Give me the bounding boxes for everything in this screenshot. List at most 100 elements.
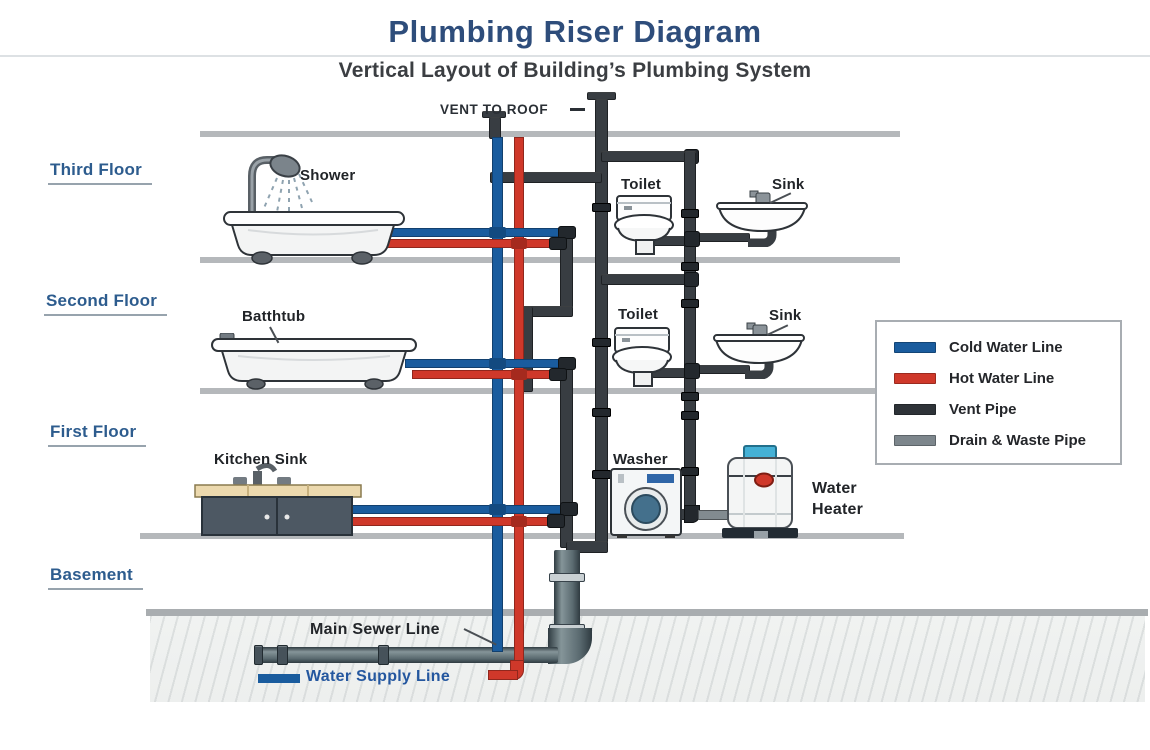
bathtub-second-floor [211, 333, 417, 390]
floor-label-first: First Floor [48, 422, 147, 447]
floor-label-second: Second Floor [44, 291, 168, 316]
branch-end-fitting [560, 502, 578, 516]
toilet-third-label: Toilet [621, 176, 662, 193]
legend-label: Cold Water Line [949, 339, 1063, 356]
floor-label-third: Third Floor [48, 160, 152, 185]
main-sewer-pipe [258, 647, 558, 663]
stack-coupling [592, 470, 611, 479]
vent-pipe-swatch [894, 404, 936, 415]
hot-tee [511, 516, 527, 527]
toilet-second-label: Toilet [618, 306, 659, 323]
toilet-third-floor [614, 195, 674, 255]
drain-waste-swatch [894, 435, 936, 446]
title-divider [0, 55, 1150, 57]
sink-second-floor [713, 322, 805, 379]
vent-coupling [681, 392, 699, 401]
stack-coupling [592, 203, 611, 212]
washer [610, 468, 682, 538]
vent-coupling [681, 262, 699, 271]
second-floor-hot-branch [412, 370, 551, 379]
water-supply-line-label: Water Supply Line [306, 668, 451, 685]
main-vent-stack-cap [587, 92, 616, 100]
cold-tee [489, 504, 506, 515]
legend-label: Drain & Waste Pipe [949, 432, 1086, 449]
shower-label: Shower [300, 167, 356, 184]
legend-label: Vent Pipe [949, 401, 1017, 418]
legend-item-cold-water: Cold Water Line [894, 337, 1120, 358]
branch-end-fitting [558, 226, 576, 239]
title-block: Plumbing Riser Diagram Vertical Layout o… [35, 14, 1115, 83]
sewer-coupling [277, 645, 288, 665]
sink-third-floor [716, 190, 808, 247]
third-floor-slab [200, 257, 900, 263]
roof-vent-cap [482, 111, 506, 118]
shower-head-icon [269, 154, 301, 178]
floor-label-basement: Basement [48, 565, 143, 590]
attic-vent-branch [490, 172, 602, 183]
ground-slab [146, 609, 1148, 616]
washer-drain-elbow [684, 505, 700, 523]
second-floor-sink-drain [694, 365, 750, 374]
third-floor-vent-branch [601, 151, 696, 162]
branch-end-fitting [549, 368, 567, 381]
water-heater [722, 445, 798, 538]
second-floor-toilet-drain [652, 368, 698, 378]
hot-tee [511, 238, 527, 249]
main-sewer-line-label: Main Sewer Line [310, 621, 440, 638]
page-title: Plumbing Riser Diagram [388, 14, 762, 49]
second-floor-slab [200, 388, 906, 394]
washer-label: Washer [613, 451, 668, 468]
bathtub-label: Batthtub [242, 308, 306, 325]
legend-item-drain-waste: Drain & Waste Pipe [894, 430, 1120, 451]
vent-coupling [681, 209, 699, 218]
cold-water-swatch [894, 342, 936, 353]
roof-line [200, 131, 900, 137]
first-floor-hot-branch [345, 517, 549, 526]
toilet-second-floor [612, 327, 672, 387]
kitchen-sink-label: Kitchen Sink [214, 451, 308, 468]
sewer-coupling [378, 645, 389, 665]
third-floor-sink-drain [694, 233, 750, 242]
water-heater-label: Water Heater [812, 480, 864, 518]
cold-water-riser [492, 137, 503, 652]
sewer-end-cap [254, 645, 263, 665]
hot-tee [511, 369, 527, 380]
drain-elbow [684, 363, 700, 379]
legend-label: Hot Water Line [949, 370, 1055, 387]
third-floor-toilet-drain [652, 236, 698, 246]
bathtub-with-shower [223, 154, 405, 265]
drain-waste-stack [554, 550, 580, 638]
third-floor-cold-branch [380, 228, 564, 237]
vent-elbow [684, 272, 699, 287]
water-heater-connector [698, 510, 732, 520]
kitchen-sink-cabinet [194, 463, 362, 536]
sink-second-label: Sink [769, 307, 802, 324]
branch-end-fitting [558, 357, 576, 370]
legend-item-hot-water: Hot Water Line [894, 368, 1120, 389]
right-vent-riser [684, 151, 696, 521]
branch-end-fitting [549, 237, 567, 250]
tub-drain-jog-vertical [560, 235, 573, 315]
second-floor-cold-branch [405, 359, 564, 368]
vent-coupling [681, 299, 699, 308]
page-subtitle: Vertical Layout of Building’s Plumbing S… [338, 59, 812, 82]
legend-item-vent-pipe: Vent Pipe [894, 399, 1120, 420]
vent-coupling [681, 467, 699, 476]
vent-to-roof-dash [570, 108, 585, 111]
main-vent-stack [595, 99, 608, 552]
hot-water-swatch [894, 373, 936, 384]
third-floor-hot-branch [386, 239, 551, 248]
water-supply-swatch [258, 674, 300, 683]
stack-coupling [592, 338, 611, 347]
tub-drain-jog-horizontal [521, 306, 573, 317]
legend: Cold Water Line Hot Water Line Vent Pipe… [875, 320, 1122, 465]
second-floor-vent-branch [601, 274, 696, 285]
roof-vent-stub [489, 117, 501, 139]
cold-tee [489, 227, 506, 238]
cold-tee [489, 358, 506, 369]
hot-water-bottom-horizontal [488, 670, 518, 680]
hot-water-riser [514, 137, 524, 665]
drain-elbow [684, 231, 700, 247]
branch-end-fitting [547, 514, 565, 528]
drain-coupling [549, 573, 585, 582]
